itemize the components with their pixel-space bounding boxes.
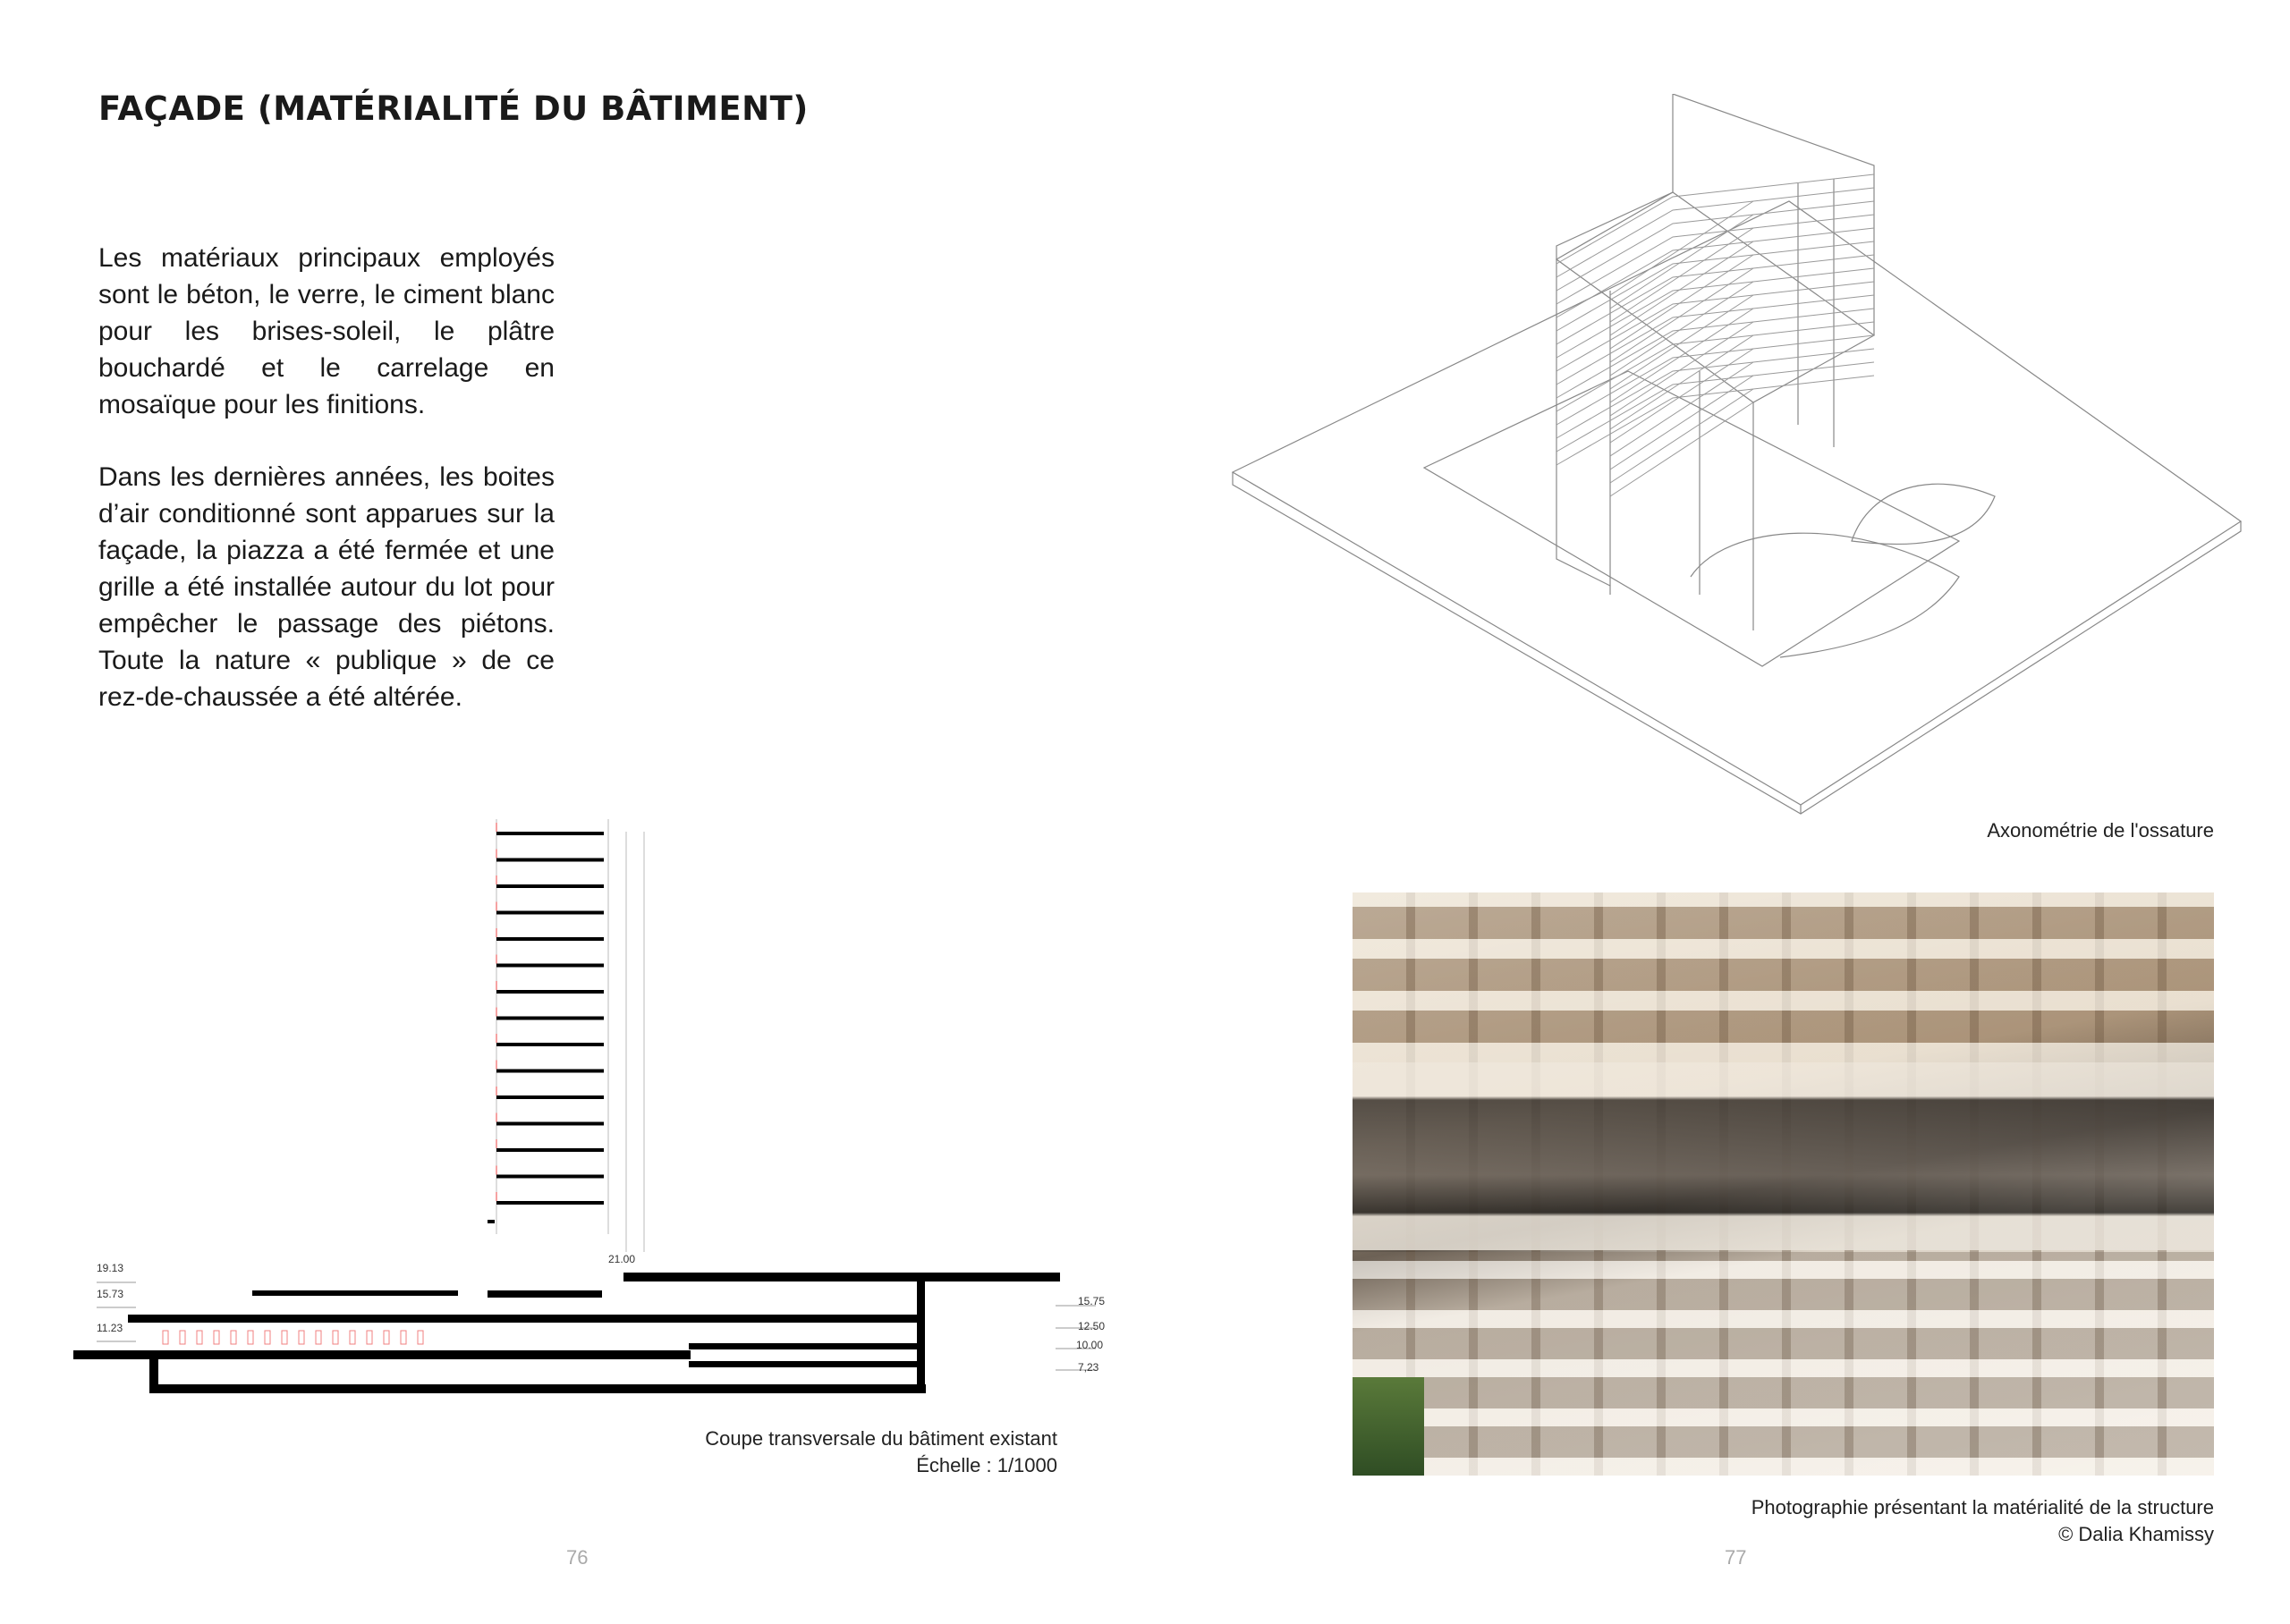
axonometry-caption: Axonométrie de l'ossature — [1987, 819, 2214, 842]
axonometry-floor-line — [1609, 375, 1754, 470]
section-caption-title: Coupe transversale du bâtiment existant — [705, 1427, 1057, 1450]
floor-slab — [496, 1121, 604, 1126]
axonometry-floor-line — [1556, 173, 1875, 265]
red-marker — [417, 1330, 424, 1345]
page-number-left: 76 — [566, 1546, 589, 1569]
floor-slab — [496, 1148, 604, 1152]
paragraph-materials: Les matériaux principaux employés sont l… — [98, 243, 555, 419]
axonometry-floor-line — [1556, 308, 1875, 399]
level-label: 15.75 — [1078, 1295, 1106, 1307]
axonometry-floor-line — [1609, 281, 1754, 376]
floor-slab — [496, 858, 604, 862]
floor-slab — [496, 990, 604, 994]
red-marker — [349, 1330, 356, 1345]
red-marker — [383, 1330, 390, 1345]
floor-slab — [496, 1016, 604, 1020]
red-marker — [315, 1330, 322, 1345]
axonometry-drawing — [1231, 94, 2243, 815]
floor-slab — [496, 1069, 604, 1073]
axonometry-floor-line — [1609, 402, 1754, 497]
floor-slab — [496, 1201, 604, 1205]
axonometry-floor-line — [1609, 308, 1754, 403]
floor-slab — [496, 832, 604, 835]
floor-slab — [496, 937, 604, 941]
floor-slab — [496, 963, 604, 968]
axonometry-floor-line — [1609, 334, 1754, 430]
floor-slab — [496, 1043, 604, 1046]
axonometry-floor-line — [1609, 361, 1754, 457]
axonometry-floor-line — [1556, 294, 1875, 385]
red-marker — [264, 1330, 271, 1345]
axonometry-floor-line — [1556, 254, 1875, 345]
red-marker — [213, 1330, 220, 1345]
axonometry-floor-line — [1609, 200, 1754, 296]
axonometry-floor-line — [1556, 334, 1875, 426]
section-caption: Coupe transversale du bâtiment existant … — [537, 1425, 1057, 1479]
red-marker — [400, 1330, 407, 1345]
axonometry-floor-line — [1609, 241, 1754, 336]
axonometry-floor-line — [1556, 348, 1875, 439]
red-marker — [179, 1330, 186, 1345]
axonometry-floor-line — [1556, 227, 1875, 318]
red-marker — [230, 1330, 237, 1345]
section-drawing — [73, 819, 1096, 1393]
axonometry-floor-line — [1556, 267, 1875, 359]
axonometry-floor-line — [1556, 214, 1875, 305]
red-marker — [162, 1330, 169, 1345]
axonometry-floor-line — [1556, 281, 1875, 372]
axonometry-floor-line — [1609, 267, 1754, 363]
floor-slab — [496, 910, 604, 915]
floor-slab — [496, 1174, 604, 1179]
axonometry-floor-line — [1556, 361, 1875, 453]
level-label: 10.00 — [1076, 1339, 1104, 1351]
red-marker — [366, 1330, 373, 1345]
level-label: 7,23 — [1078, 1361, 1099, 1374]
axonometry-floor-line — [1609, 294, 1754, 390]
axonometry-floor-line — [1609, 254, 1754, 350]
axonometry-floor-line — [1609, 214, 1754, 309]
paragraph-changes: Dans les dernières années, les boites d’… — [98, 462, 555, 712]
axonometry-floor-line — [1556, 241, 1875, 332]
axonometry-floor-line — [1556, 321, 1875, 412]
photo-caption: Photographie présentant la matérialité d… — [1521, 1494, 2214, 1548]
axonometry-floor-line — [1556, 375, 1875, 466]
level-label: 19.13 — [97, 1262, 124, 1274]
axonometry-floor-line — [1609, 321, 1754, 417]
axonometry-floor-line — [1609, 388, 1754, 484]
red-marker — [332, 1330, 339, 1345]
level-label: 12.50 — [1078, 1320, 1106, 1332]
photo-caption-title: Photographie présentant la matérialité d… — [1751, 1496, 2214, 1518]
level-label: 21.00 — [608, 1253, 636, 1265]
red-marker — [298, 1330, 305, 1345]
facade-photo — [1353, 892, 2214, 1476]
level-label: 11.23 — [97, 1322, 123, 1334]
axonometry-floor-line — [1609, 348, 1754, 444]
level-label: 15.73 — [97, 1288, 124, 1300]
floor-slab — [496, 884, 604, 888]
axonometry-floor-line — [1556, 187, 1875, 278]
photo-credit: © Dalia Khamissy — [2058, 1523, 2214, 1545]
red-marker — [247, 1330, 254, 1345]
axonometry-floor-line — [1609, 227, 1754, 323]
page-number-right: 77 — [1725, 1546, 1747, 1569]
red-marker — [196, 1330, 203, 1345]
axonometry-floor-line — [1556, 200, 1875, 292]
section-caption-scale: Échelle : 1/1000 — [916, 1454, 1057, 1476]
floor-slab — [496, 1095, 604, 1099]
red-marker — [281, 1330, 288, 1345]
page-title: FAÇADE (MATÉRIALITÉ DU BÂTIMENT) — [98, 89, 809, 128]
